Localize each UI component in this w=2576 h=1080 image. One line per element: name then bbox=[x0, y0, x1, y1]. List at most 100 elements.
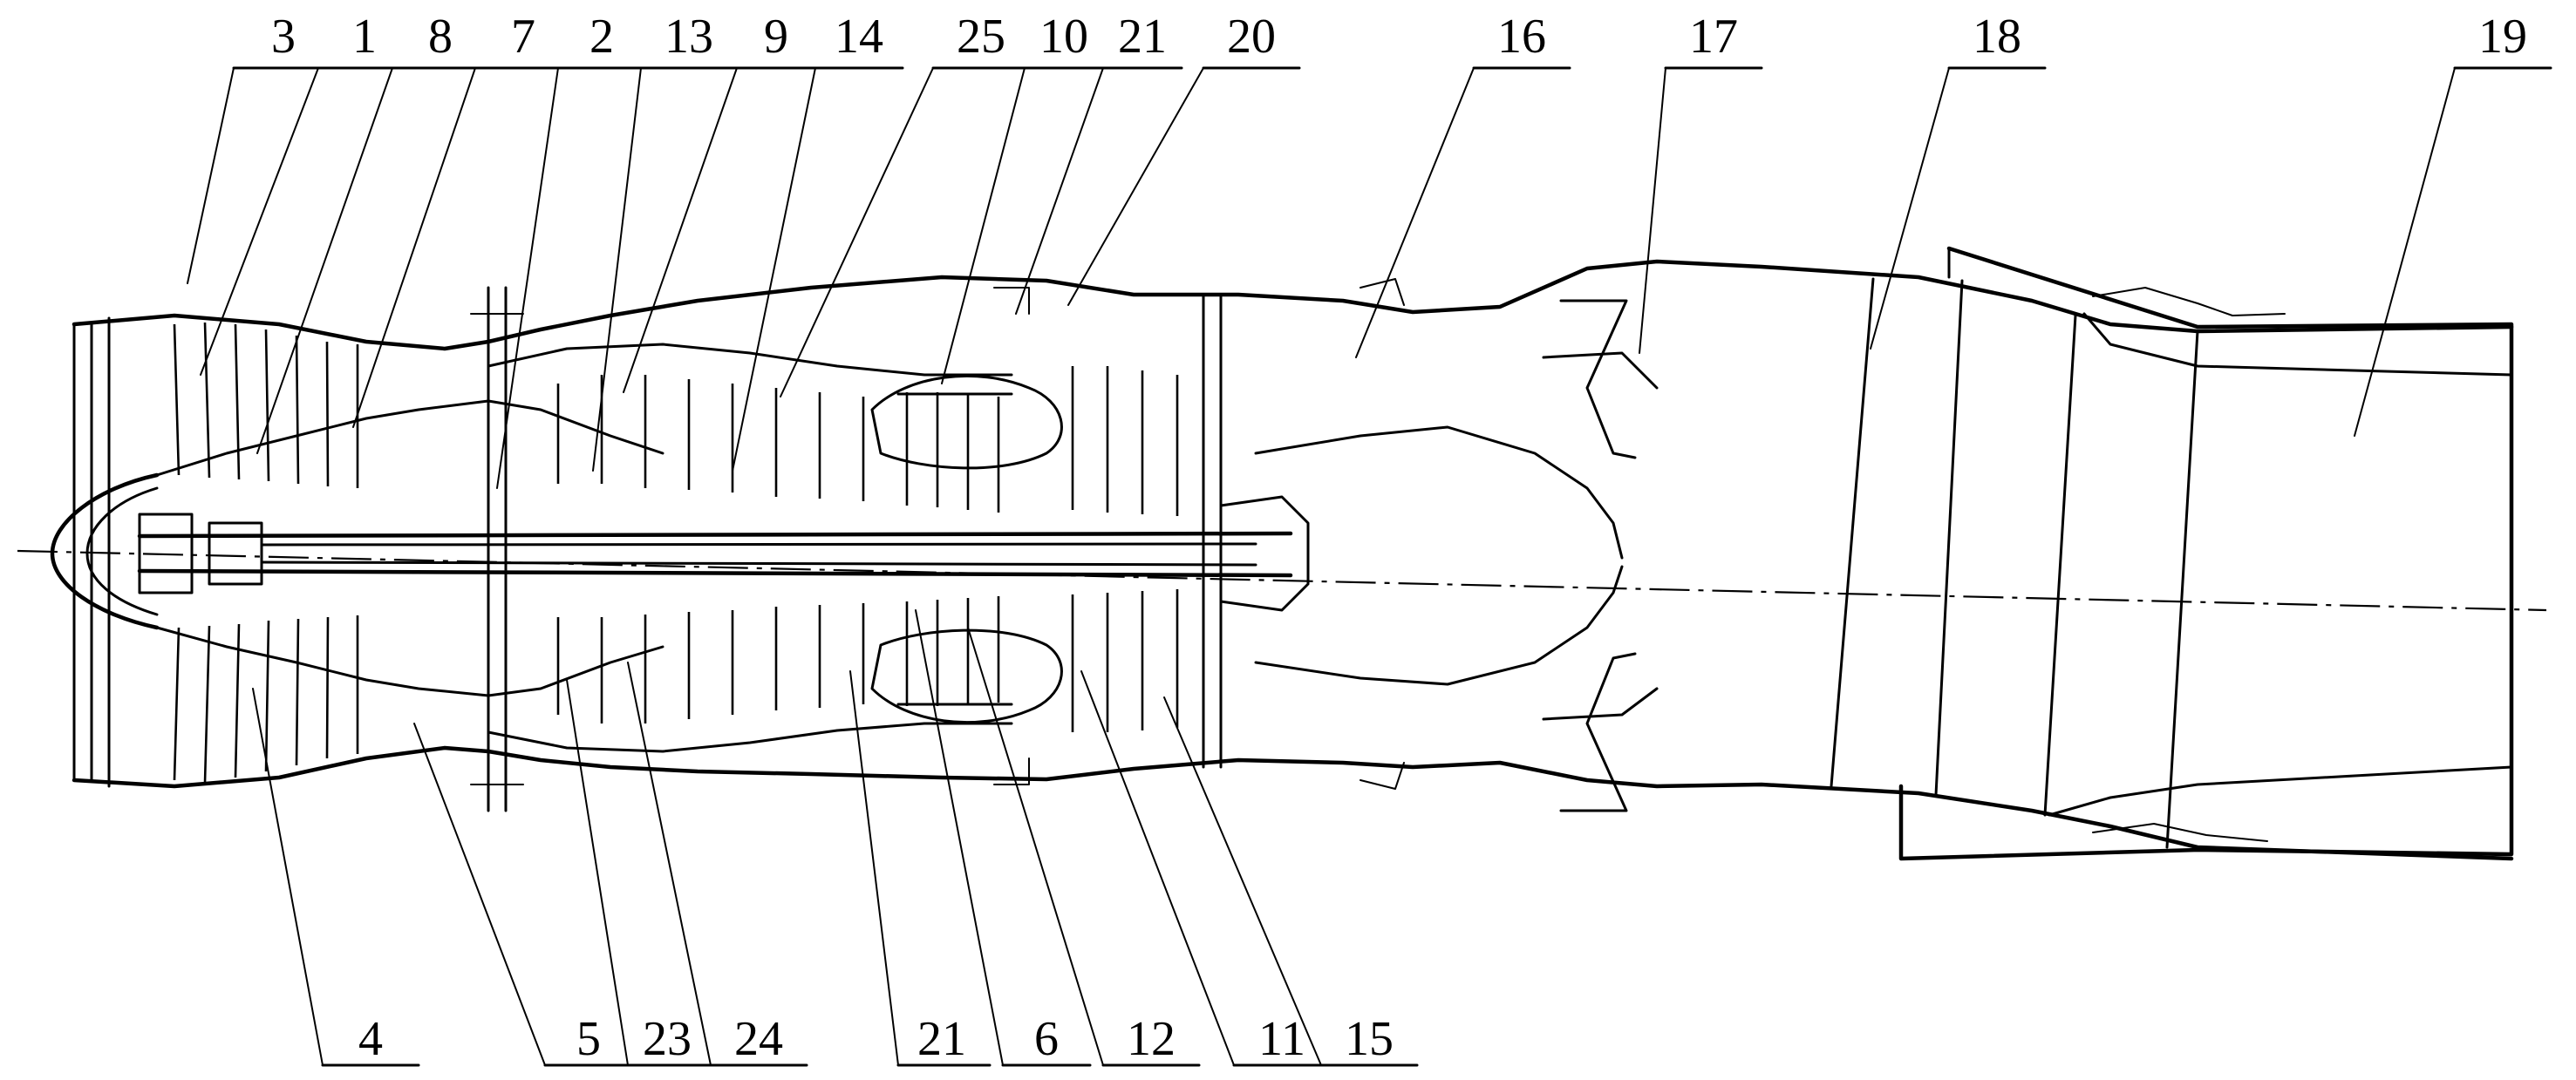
callout-leader-line bbox=[623, 67, 738, 393]
callout-number: 16 bbox=[1497, 10, 1546, 64]
callout-number: 3 bbox=[271, 10, 296, 64]
callout-leader-line bbox=[566, 679, 629, 1066]
callout-leader-line bbox=[627, 662, 712, 1066]
callout-leader-line bbox=[1080, 670, 1235, 1066]
engine-drawing bbox=[17, 246, 2547, 861]
inlet-lip bbox=[72, 316, 111, 788]
callouts-bottom: 4 5 23 24 21 6 12 11 15 bbox=[252, 609, 1419, 1067]
callout-top-8: 8 bbox=[256, 10, 490, 454]
fan-hub-lower bbox=[155, 626, 664, 697]
callout-number: 21 bbox=[1118, 10, 1167, 64]
callout-number: 20 bbox=[1227, 10, 1276, 64]
callout-leader-line bbox=[1163, 696, 1322, 1066]
callout-number: 15 bbox=[1345, 1012, 1394, 1066]
callout-top-14: 14 bbox=[732, 10, 904, 472]
callout-leader-line bbox=[256, 67, 393, 454]
callout-bottom-21: 21 bbox=[849, 670, 992, 1067]
callout-top-9: 9 bbox=[623, 10, 817, 393]
callout-number: 11 bbox=[1258, 1012, 1305, 1066]
callout-leader-line bbox=[2354, 67, 2456, 437]
callout-leader-line bbox=[1639, 67, 1666, 354]
callout-number: 19 bbox=[2478, 10, 2527, 64]
callout-number: 7 bbox=[511, 10, 535, 64]
afterburner-sections bbox=[1830, 277, 2199, 849]
callout-leader-line bbox=[941, 67, 1026, 384]
flame-holder-lower bbox=[1542, 652, 1659, 812]
callout-top-10: 10 bbox=[941, 10, 1105, 384]
outer-casing-lower bbox=[72, 745, 2514, 861]
nozzle-flaps-lower bbox=[2048, 765, 2513, 817]
callout-top-25: 25 bbox=[780, 10, 1031, 397]
callout-bottom-4: 4 bbox=[252, 688, 420, 1067]
callout-top-17: 17 bbox=[1639, 10, 1763, 354]
callout-number: 13 bbox=[664, 10, 713, 64]
callout-number: 10 bbox=[1039, 10, 1088, 64]
callout-top-20: 20 bbox=[1067, 10, 1301, 306]
main-shaft bbox=[137, 531, 1293, 578]
callout-leader-line bbox=[592, 67, 642, 472]
callout-bottom-5: 5 bbox=[413, 723, 638, 1067]
callout-number: 18 bbox=[1973, 10, 2021, 64]
callout-number: 21 bbox=[917, 1012, 966, 1066]
nozzle-outer bbox=[1898, 246, 2514, 861]
nose-cone bbox=[50, 472, 160, 630]
callout-number: 8 bbox=[428, 10, 453, 64]
callout-top-3: 3 bbox=[187, 10, 333, 284]
callout-number: 14 bbox=[835, 10, 883, 64]
engine-centerline bbox=[17, 549, 2547, 612]
bypass-splitter-upper bbox=[487, 343, 1013, 377]
fan-blade-rows bbox=[173, 322, 359, 784]
tail-cone-lower bbox=[1254, 565, 1624, 686]
combustor-lower bbox=[870, 628, 1063, 724]
callout-top-13: 13 bbox=[592, 10, 739, 472]
callout-leader-line bbox=[1015, 67, 1104, 315]
nozzle-actuators bbox=[2092, 287, 2286, 842]
callout-leader-line bbox=[1067, 67, 1204, 306]
callout-number: 1 bbox=[352, 10, 377, 64]
callout-leader-line bbox=[187, 67, 235, 284]
callout-leader-line bbox=[967, 627, 1104, 1066]
bypass-splitter-lower bbox=[487, 722, 1013, 753]
inner-shaft bbox=[260, 542, 1257, 567]
callout-bottom-12: 12 bbox=[967, 627, 1201, 1067]
callout-leader-line bbox=[352, 67, 476, 428]
callout-number: 23 bbox=[643, 1012, 692, 1066]
front-bearing-housing bbox=[138, 513, 263, 594]
mount-brackets bbox=[470, 278, 1405, 790]
callout-top-16: 16 bbox=[1355, 10, 1571, 358]
callout-number: 24 bbox=[734, 1012, 783, 1066]
nose-cone-inner bbox=[85, 486, 159, 616]
callout-number: 12 bbox=[1127, 1012, 1176, 1066]
callout-number: 9 bbox=[764, 10, 788, 64]
callout-number: 25 bbox=[957, 10, 1005, 64]
callout-top-7: 7 bbox=[352, 10, 569, 428]
callout-number: 5 bbox=[576, 1012, 601, 1066]
callout-number: 17 bbox=[1689, 10, 1738, 64]
tail-cone-upper bbox=[1254, 425, 1624, 560]
callout-leader-line bbox=[732, 67, 816, 472]
callout-leader-line bbox=[915, 609, 1004, 1066]
callout-number: 4 bbox=[358, 1012, 383, 1066]
callout-bottom-24: 24 bbox=[627, 662, 808, 1067]
callout-leader-line bbox=[849, 670, 899, 1066]
hp-compressor-stages bbox=[556, 375, 865, 723]
combustor-upper bbox=[870, 374, 1063, 470]
rear-compressor bbox=[896, 392, 1013, 706]
callout-leader-line bbox=[780, 67, 934, 397]
callout-bottom-11: 11 bbox=[1080, 670, 1332, 1067]
callout-leader-line bbox=[1870, 67, 1950, 350]
callout-number: 2 bbox=[589, 10, 614, 64]
callout-leader-line bbox=[413, 723, 546, 1066]
rear-bearing-housing bbox=[1219, 495, 1310, 612]
front-mount-strut bbox=[487, 286, 508, 812]
nozzle-flaps-upper bbox=[1947, 247, 2513, 377]
callout-leader-line bbox=[1355, 67, 1475, 358]
callout-top-18: 18 bbox=[1870, 10, 2047, 350]
callout-number: 6 bbox=[1034, 1012, 1059, 1066]
flame-holder-upper bbox=[1542, 299, 1659, 459]
callout-bottom-6: 6 bbox=[915, 609, 1092, 1067]
outer-casing-upper bbox=[72, 259, 2514, 351]
callout-top-19: 19 bbox=[2354, 10, 2552, 437]
